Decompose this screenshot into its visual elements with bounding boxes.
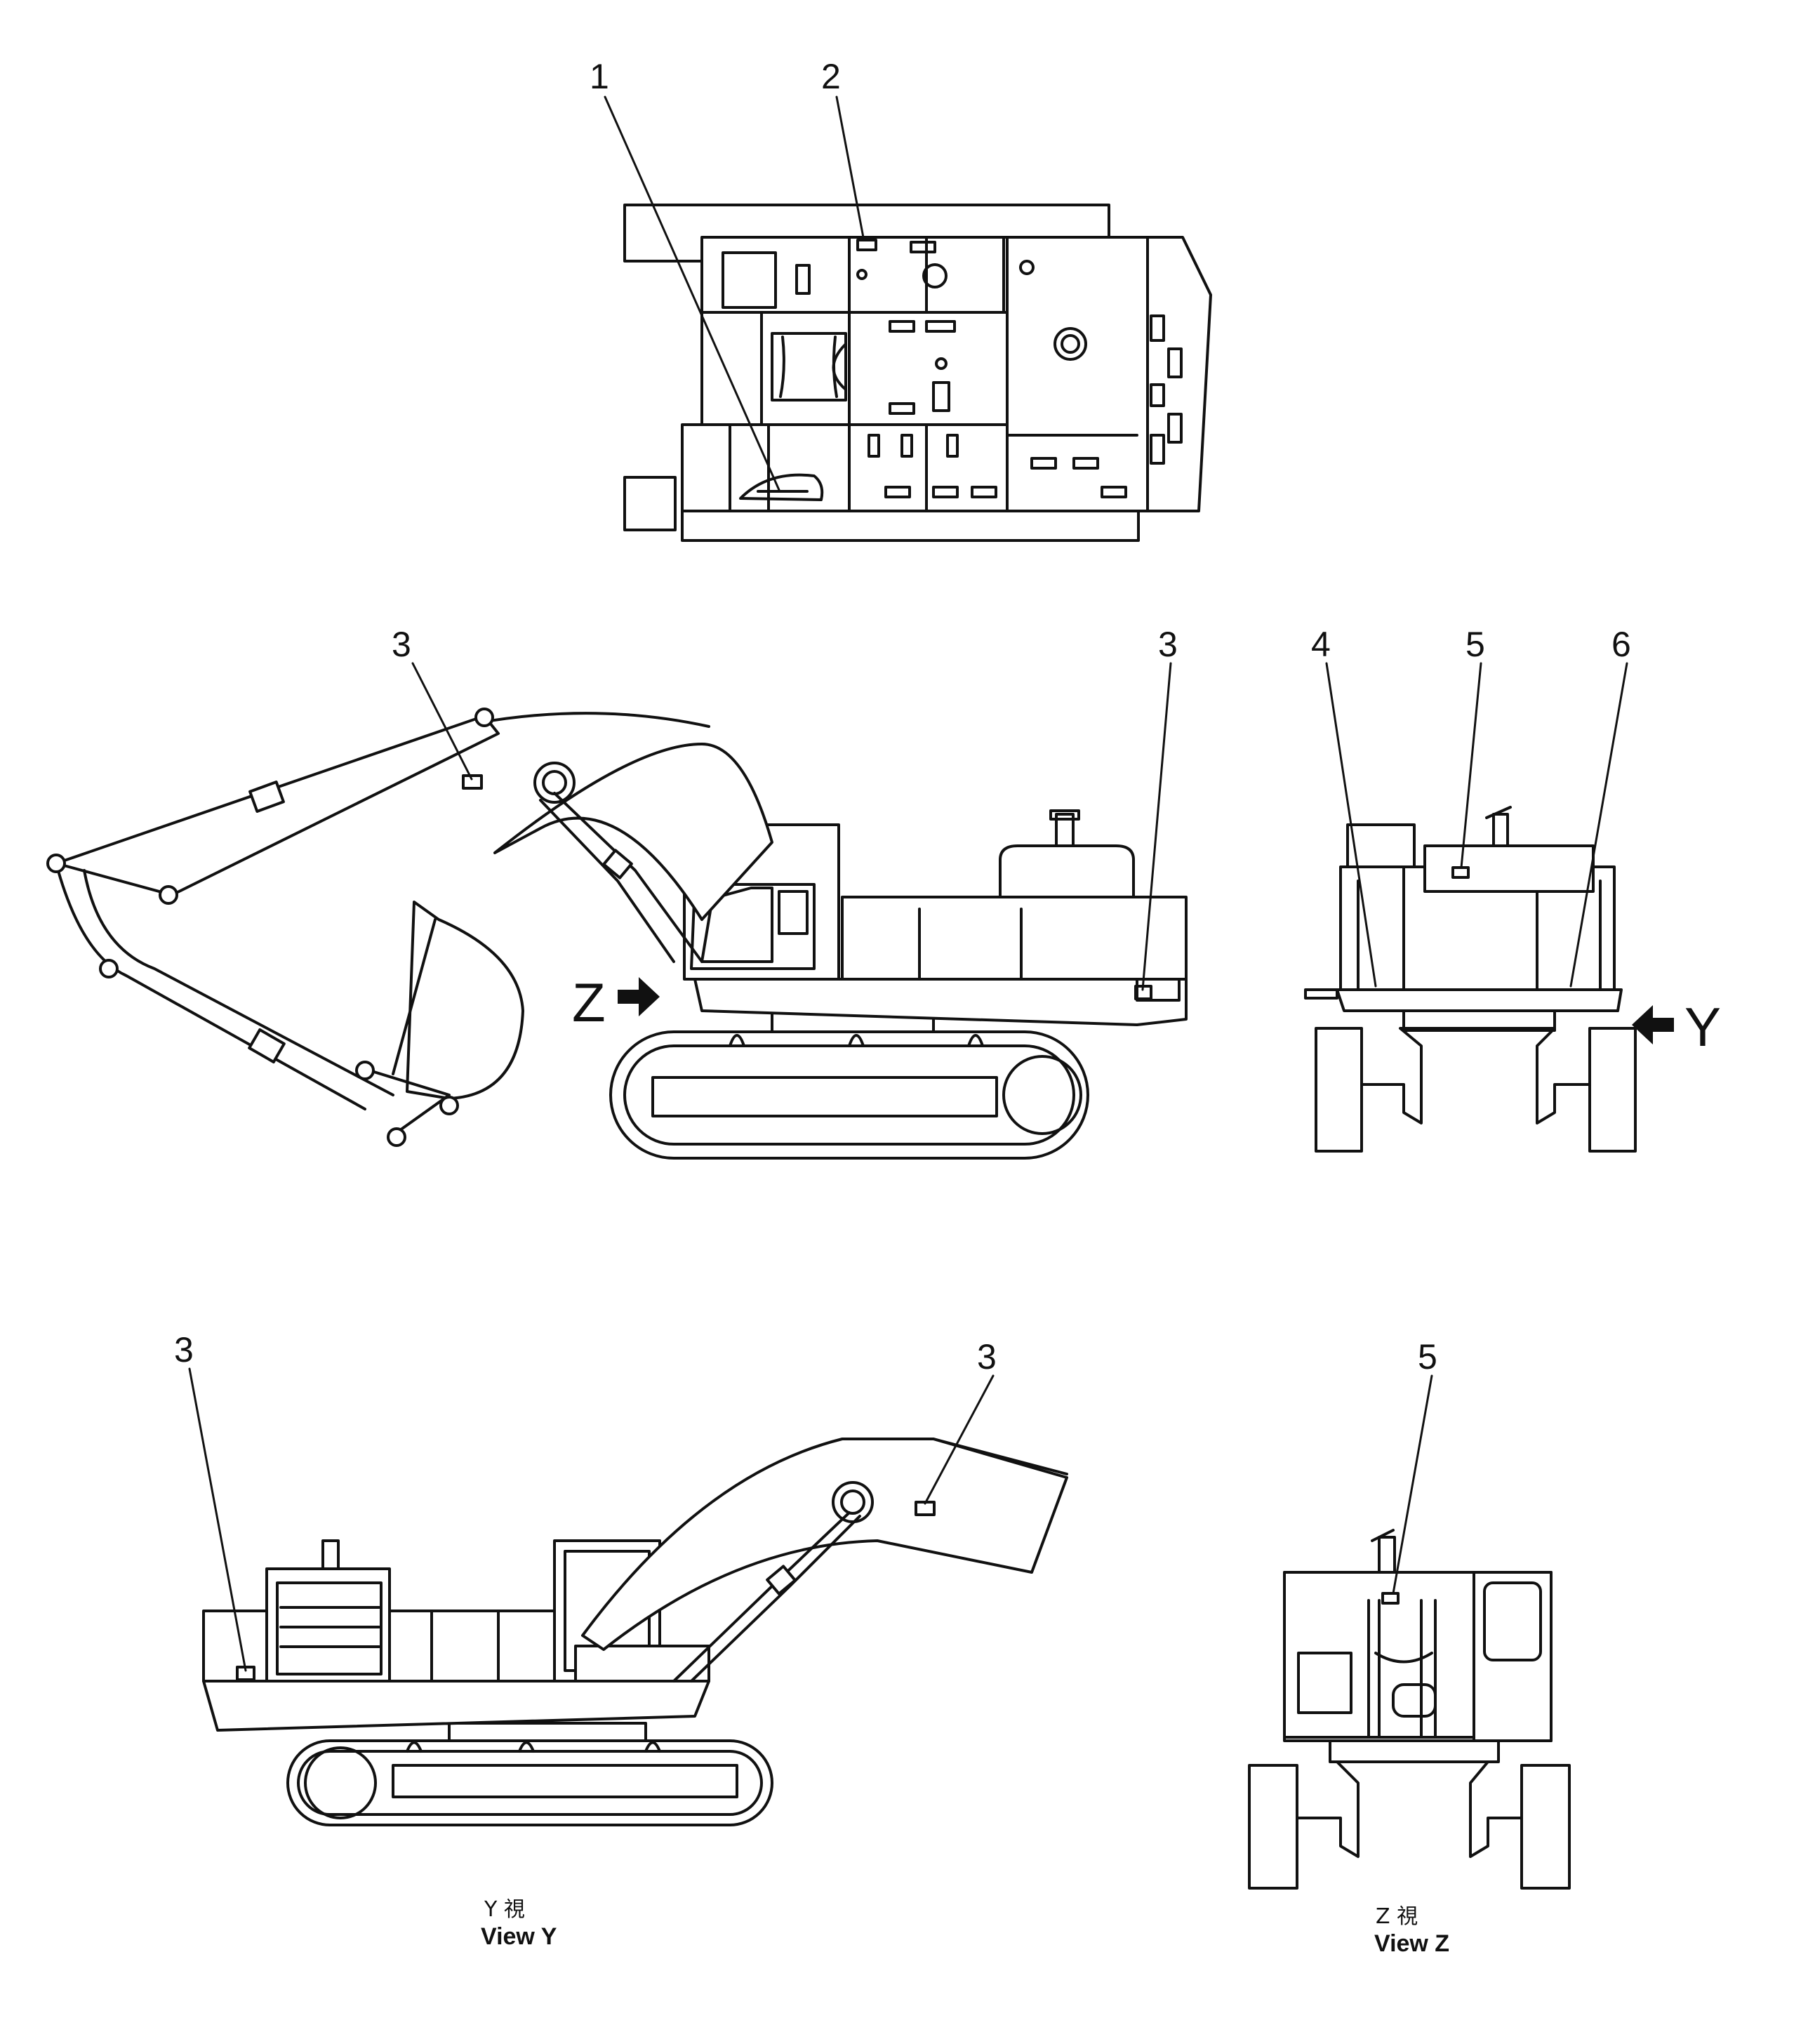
callout-1: 1 bbox=[590, 57, 609, 96]
callout-6: 6 bbox=[1611, 625, 1631, 664]
caption-view-z-jp: Z 視 bbox=[1376, 1904, 1418, 1929]
callout-4: 4 bbox=[1311, 625, 1331, 664]
view-y: 3 3 Y 視 View Y bbox=[174, 1330, 1068, 1950]
arrow-z-label: Z bbox=[572, 971, 606, 1033]
rear-view-top: Y 4 5 6 bbox=[1304, 625, 1721, 1153]
callout-3-rear: 3 bbox=[1158, 625, 1178, 664]
view-y-boom bbox=[581, 1438, 1068, 1651]
plan-view: 1 2 bbox=[590, 57, 1212, 542]
boom bbox=[493, 743, 773, 921]
caption-view-y: View Y bbox=[481, 1923, 557, 1950]
upper-frame bbox=[693, 978, 1188, 1026]
bucket bbox=[406, 901, 524, 1100]
view-z-track-left bbox=[1248, 1764, 1298, 1890]
callout-3-boom: 3 bbox=[392, 625, 411, 664]
caption-view-z: View Z bbox=[1374, 1930, 1449, 1957]
arrow-y-icon bbox=[1632, 1005, 1674, 1044]
callout-3-boom-y: 3 bbox=[977, 1337, 997, 1376]
caption-view-y-jp: Y 視 bbox=[484, 1897, 525, 1922]
plan-upper-body bbox=[681, 236, 1212, 512]
arrow-z-icon bbox=[618, 977, 660, 1016]
rear-track-right bbox=[1588, 1027, 1637, 1153]
decal-5-z bbox=[1381, 1592, 1400, 1605]
plan-decal-1 bbox=[739, 473, 824, 501]
callout-3-rear-y: 3 bbox=[174, 1330, 194, 1369]
view-y-track bbox=[286, 1739, 773, 1826]
decal-3-boom bbox=[462, 774, 483, 790]
callout-5-z: 5 bbox=[1418, 1337, 1437, 1376]
track-outer bbox=[609, 1030, 1089, 1160]
arrow-y-label: Y bbox=[1684, 996, 1721, 1058]
plan-decal-2 bbox=[856, 239, 877, 251]
callout-5-top: 5 bbox=[1465, 625, 1485, 664]
side-view-left: Z 3 3 bbox=[46, 625, 1188, 1160]
rear-track-left bbox=[1315, 1027, 1363, 1153]
plan-track-bottom-end bbox=[623, 476, 677, 531]
engine-housing bbox=[841, 896, 1188, 981]
plan-cab-box bbox=[722, 251, 777, 309]
view-z-track-right bbox=[1520, 1764, 1571, 1890]
callout-2: 2 bbox=[821, 57, 841, 96]
view-z: 5 Z 視 View Z bbox=[1248, 1337, 1571, 1957]
